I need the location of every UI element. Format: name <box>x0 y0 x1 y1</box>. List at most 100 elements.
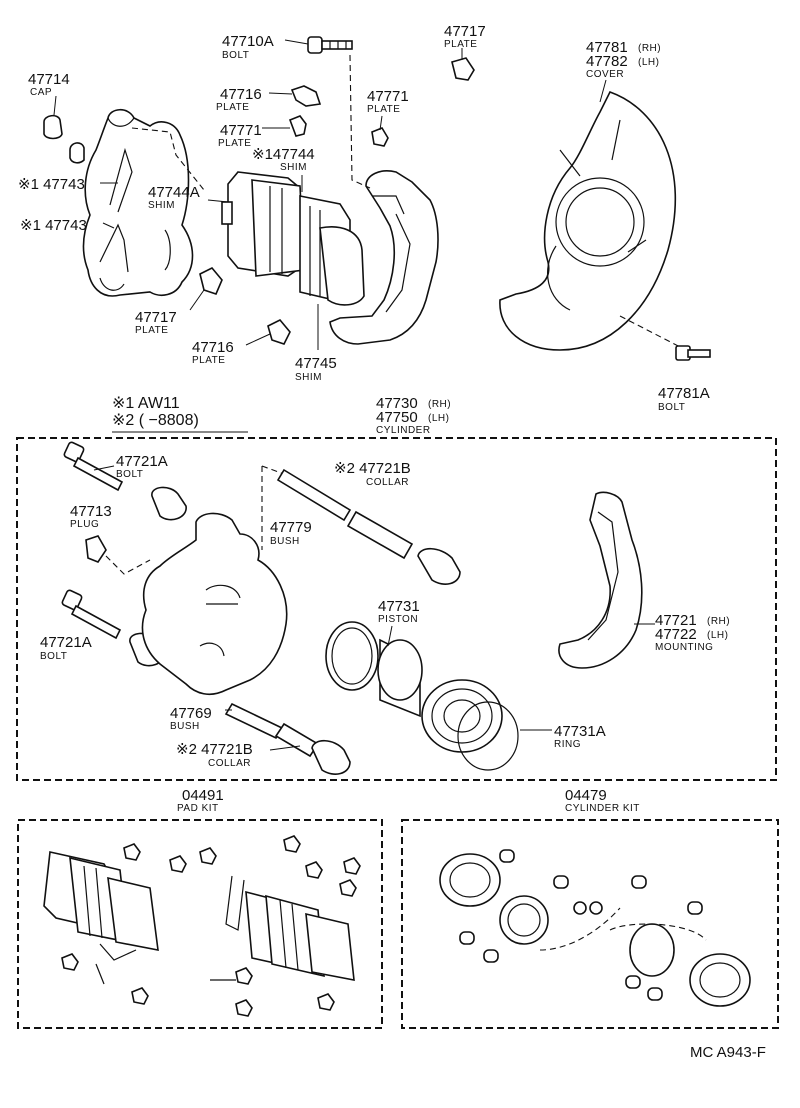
sub-04491: PAD KIT <box>177 803 219 814</box>
mounting-upper-detail <box>372 195 411 313</box>
num-47750: 47750 <box>376 409 418 426</box>
sub-47745: SHIM <box>295 372 322 383</box>
label-47717a: 47717 PLATE <box>444 23 486 50</box>
lh-47722: (LH) <box>707 630 728 641</box>
num-47771b: 47771 <box>367 88 409 105</box>
num-47721: 47721 <box>655 612 697 629</box>
label-47721Aa: 47721A BOLT <box>116 453 168 480</box>
shim-47745 <box>319 226 365 306</box>
kit-spring-2 <box>225 875 245 931</box>
lead-47744A <box>207 199 229 203</box>
label-47771a: 47771 PLATE <box>218 122 262 149</box>
collar-47721B-upper <box>346 510 414 560</box>
dash-bush <box>261 465 285 550</box>
mounting-47721 <box>558 491 643 669</box>
cylinder-box <box>16 437 777 781</box>
num-47779: 47779 <box>270 519 312 536</box>
num-47717a: 47717 <box>444 23 486 40</box>
label-47781A: 47781A BOLT <box>658 385 710 413</box>
sub-47781A: BOLT <box>658 402 685 413</box>
pad-lines <box>269 186 283 274</box>
sub-47730: CYLINDER <box>376 425 431 436</box>
cylinder-body-port <box>199 642 225 657</box>
label-47769: 47769 BUSH <box>170 705 212 732</box>
kit-spring-1 <box>99 943 137 961</box>
num-47716b: 47716 <box>192 339 234 356</box>
label-47779: 47779 BUSH <box>270 519 312 547</box>
sub-47744: SHIM <box>280 162 307 173</box>
bolt-47781A <box>675 345 711 361</box>
lead-47721Bb <box>269 745 301 751</box>
spring-47743-lower <box>99 223 129 273</box>
kit-plate-g <box>339 879 357 897</box>
num-04479: 04479 <box>565 787 607 804</box>
cylinder-kit-box <box>401 819 779 1029</box>
sub-47781: COVER <box>586 69 624 80</box>
kit-oring-2 <box>589 901 603 915</box>
label-47745: 47745 SHIM <box>295 355 337 383</box>
plate-47717-upper <box>451 57 475 81</box>
lh-47782: (LH) <box>638 57 659 68</box>
label-47721Ba: ※2 47721B COLLAR <box>334 460 411 488</box>
lead-47731 <box>387 625 393 647</box>
num-47730: 47730 <box>376 395 418 412</box>
lead-47781 <box>599 79 607 103</box>
sub-47717b: PLATE <box>135 325 168 336</box>
num-47721Bb: ※2 47721B <box>176 741 253 758</box>
sub-47714: CAP <box>30 87 52 98</box>
label-47743a: ※1 47743 <box>18 176 85 193</box>
sub-47771a: PLATE <box>218 138 251 149</box>
num-47713: 47713 <box>70 503 112 520</box>
bolt-47721A-top <box>63 441 124 492</box>
sub-47713: PLUG <box>70 519 99 530</box>
dust-cover-47781 <box>499 91 677 351</box>
lead-47716b <box>245 333 271 346</box>
kit-pad-3 <box>107 876 159 951</box>
piston-face <box>377 639 423 701</box>
bush-47779 <box>276 468 352 522</box>
num-47744A: 47744A <box>148 184 200 201</box>
mounting-upper <box>329 170 439 345</box>
label-47771b: 47771 PLATE <box>367 88 409 115</box>
lead-47743b <box>102 222 115 229</box>
sub-47769: BUSH <box>170 721 200 732</box>
kit-seal-1 <box>439 853 501 907</box>
pad-clip <box>221 201 233 225</box>
num-47731: 47731 <box>378 598 420 615</box>
kit-plate-e <box>305 861 323 879</box>
lead-47710A <box>284 39 309 45</box>
lh-47750: (LH) <box>428 413 449 424</box>
ring-47731A <box>457 701 519 771</box>
label-47743b: ※1 47743 <box>20 217 87 234</box>
dash-cover-bolt <box>619 315 687 351</box>
plug-47713 <box>85 535 107 563</box>
num-47743b: ※1 47743 <box>20 217 87 234</box>
num-47721Ba: ※2 47721B <box>334 460 411 477</box>
sub-47731A: RING <box>554 739 581 750</box>
num-47769: 47769 <box>170 705 212 722</box>
lead-47714 <box>53 95 57 116</box>
kit-plate-h <box>61 953 79 971</box>
num-47717b: 47717 <box>135 309 177 326</box>
cylinder-body-detail <box>205 584 241 605</box>
sub-47716b: PLATE <box>192 355 225 366</box>
label-47710A: 47710A BOLT <box>222 33 274 61</box>
num-47722: 47722 <box>655 626 697 643</box>
caliper-foot <box>99 277 125 291</box>
label-47721Bb: ※2 47721B COLLAR <box>176 741 253 769</box>
cap-47714 <box>43 114 63 140</box>
num-47782: 47782 <box>586 53 628 70</box>
label-47744A: 47744A SHIM <box>148 184 200 211</box>
plate-47717-lower <box>199 267 223 295</box>
dash-line-caliper <box>131 127 205 191</box>
sub-47716a: PLATE <box>216 102 249 113</box>
kit-pad-lines-2 <box>279 899 299 971</box>
kit-pad-6 <box>305 912 355 981</box>
num-47743a: ※1 47743 <box>18 176 85 193</box>
shim-lines <box>309 206 321 296</box>
label-04479: 04479 CYLINDER KIT <box>565 787 639 814</box>
label-47717b: 47717 PLATE <box>135 309 177 336</box>
kit-pad-lines-1 <box>83 865 103 939</box>
dash-plug <box>105 555 151 575</box>
